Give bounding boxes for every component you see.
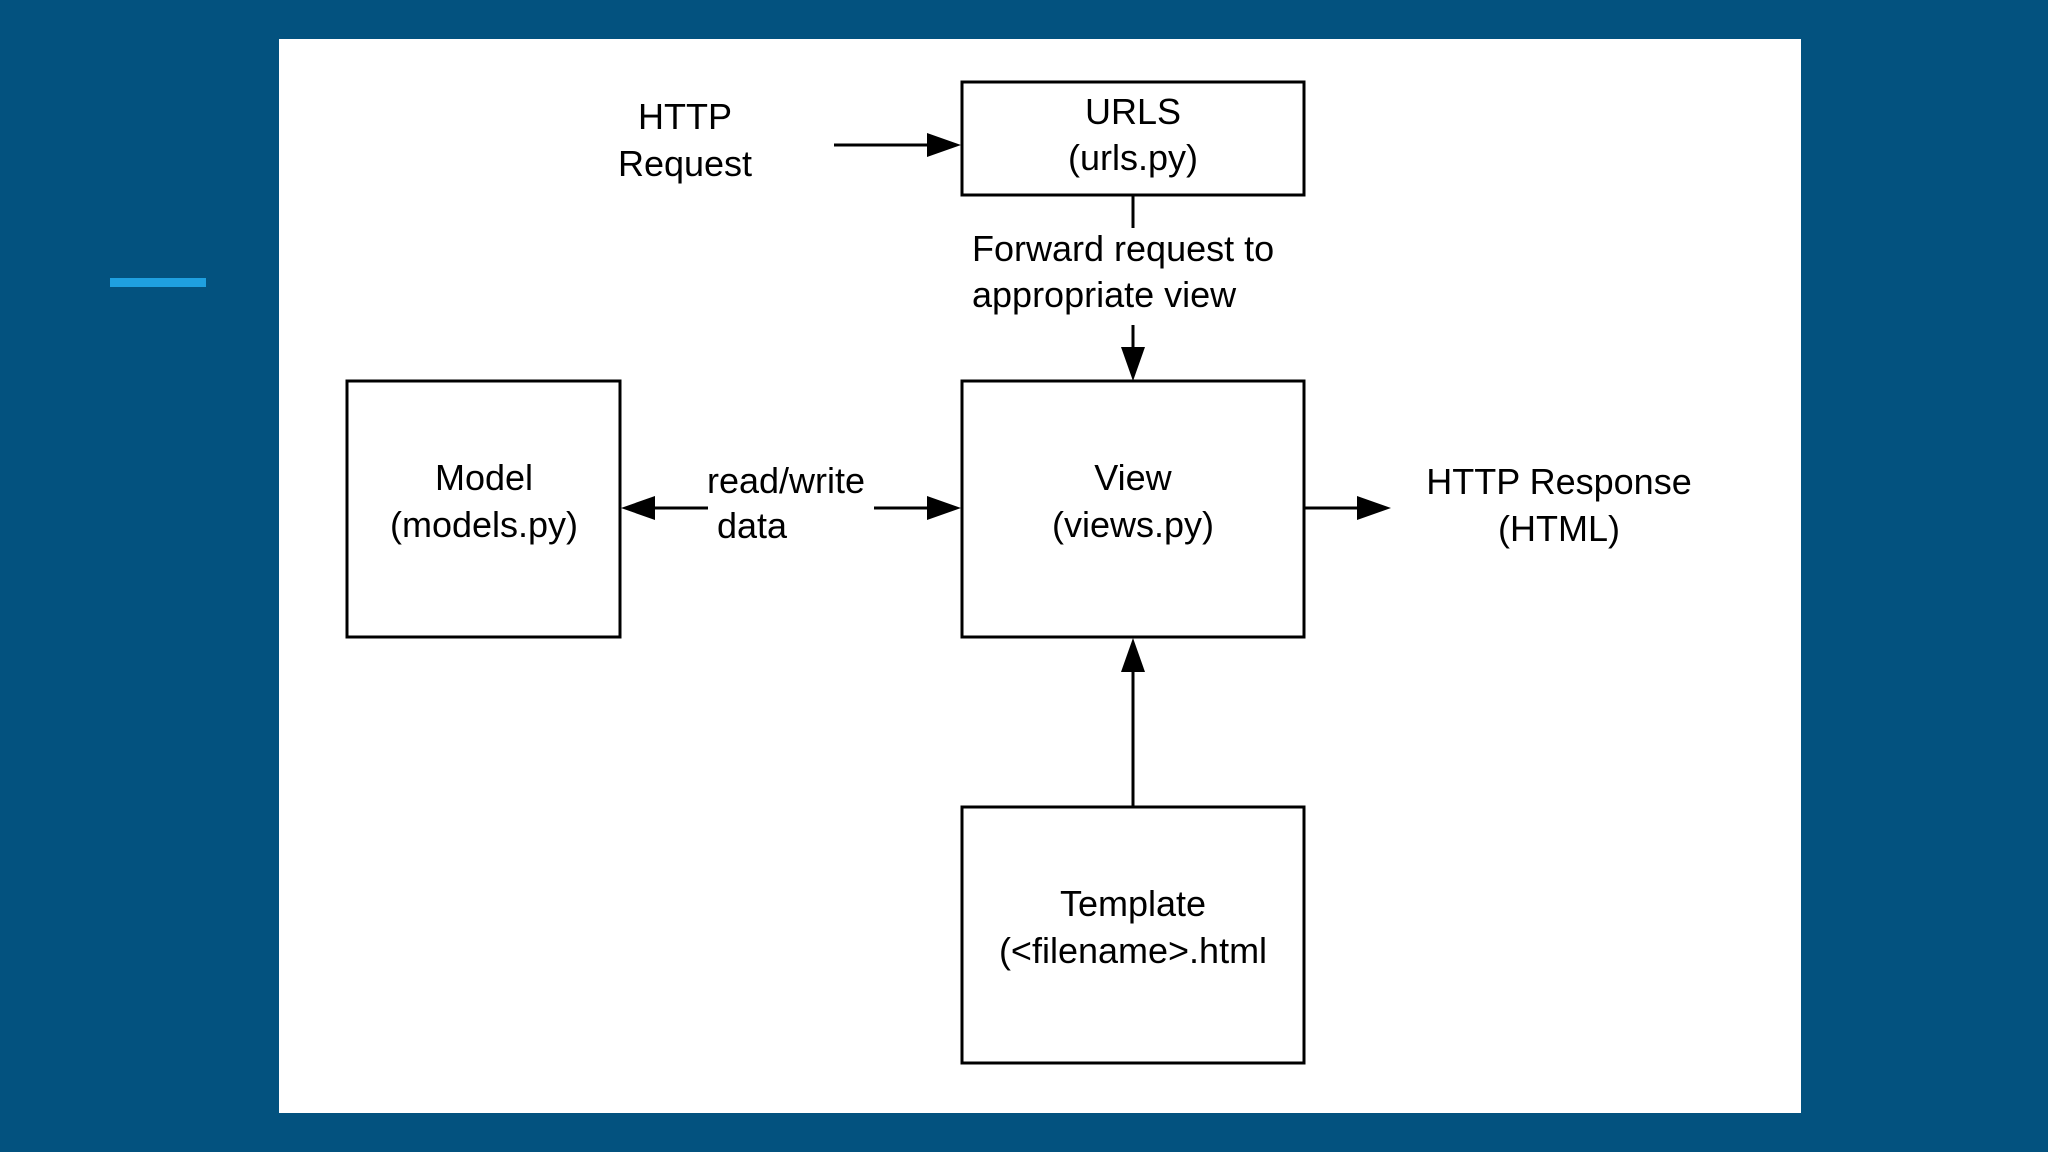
- view-to-response-arrow: [1304, 496, 1391, 520]
- http-response-label: HTTP Response (HTML): [1426, 461, 1691, 549]
- view-box: [960, 379, 1306, 639]
- template-box: [960, 805, 1306, 1065]
- read-write-line2: data: [717, 505, 788, 546]
- view-line1: View: [1094, 457, 1172, 498]
- urls-box: [960, 80, 1306, 197]
- template-to-view-arrow: [1121, 638, 1145, 807]
- read-write-arrow: [621, 496, 961, 520]
- request-to-urls-arrow: [834, 133, 961, 157]
- model-line2: (models.py): [390, 504, 578, 545]
- model-box: [345, 379, 622, 639]
- template-line2: (<filename>.html: [999, 930, 1267, 971]
- http-response-line2: (HTML): [1498, 508, 1620, 549]
- read-write-line1: read/write: [707, 460, 865, 501]
- accent-bar: [110, 278, 206, 287]
- urls-line2: (urls.py): [1068, 137, 1198, 178]
- view-node: View (views.py): [960, 379, 1306, 639]
- urls-to-view-arrow: [1121, 195, 1145, 381]
- template-line1: Template: [1060, 883, 1206, 924]
- http-request-line1: HTTP: [638, 96, 732, 137]
- forward-request-label: Forward request to appropriate view: [972, 228, 1274, 315]
- http-request-line2: Request: [618, 143, 752, 184]
- urls-node: URLS (urls.py): [960, 80, 1306, 197]
- read-write-label: read/write data: [707, 460, 865, 546]
- http-request-label: HTTP Request: [618, 96, 752, 184]
- http-response-line1: HTTP Response: [1426, 461, 1691, 502]
- view-line2: (views.py): [1052, 504, 1214, 545]
- forward-label-line2: appropriate view: [972, 274, 1237, 315]
- model-node: Model (models.py): [345, 379, 622, 639]
- template-node: Template (<filename>.html: [960, 805, 1306, 1065]
- urls-line1: URLS: [1085, 91, 1181, 132]
- model-line1: Model: [435, 457, 533, 498]
- forward-label-line1: Forward request to: [972, 228, 1274, 269]
